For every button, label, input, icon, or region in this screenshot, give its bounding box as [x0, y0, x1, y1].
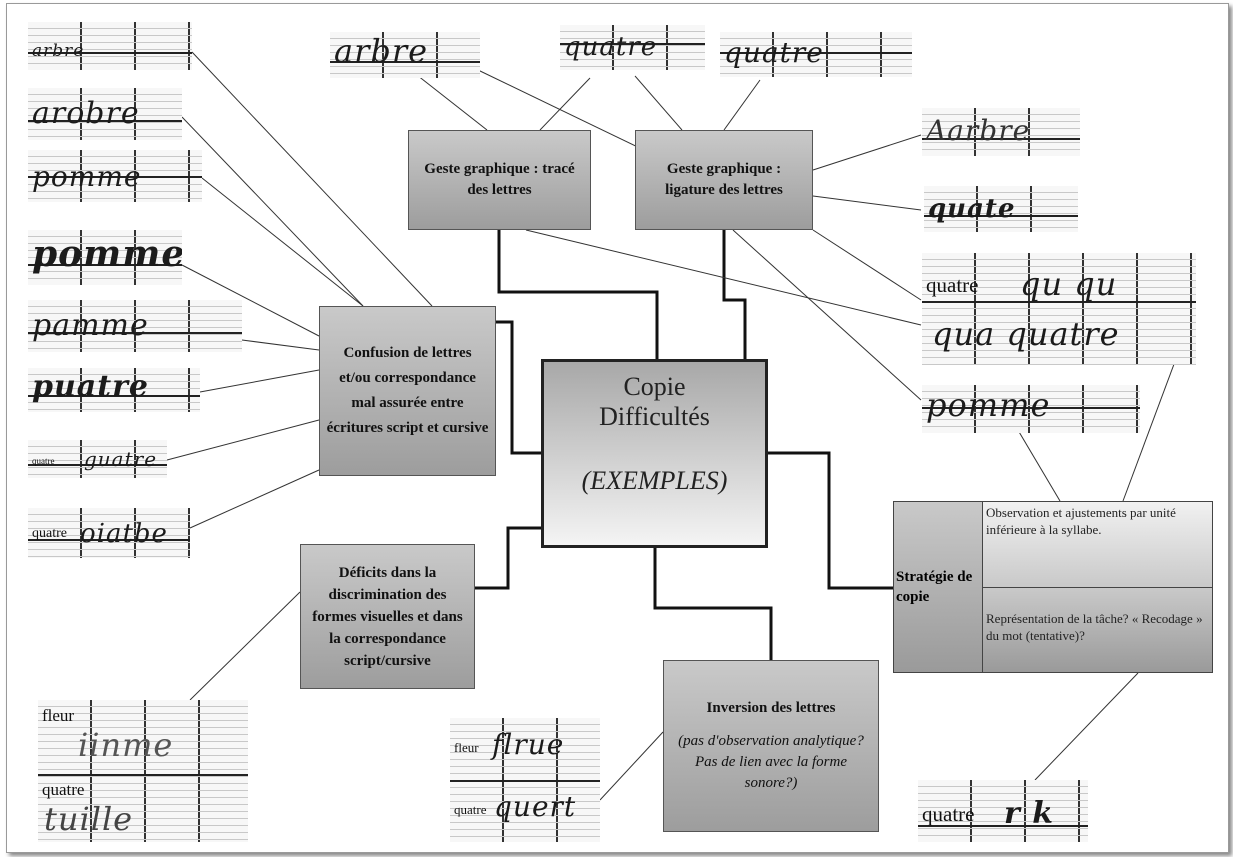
pointer-line	[1034, 672, 1139, 781]
pointer-line	[812, 229, 922, 301]
pointer-line	[599, 731, 664, 801]
center-title-line1: Copie	[623, 372, 686, 401]
sample-right-quate: quate	[924, 186, 1078, 232]
box-inversion-des-lettres: Inversion des lettres (pas d'observation…	[663, 660, 879, 832]
pointer-line	[189, 591, 301, 701]
pointer-line	[812, 195, 922, 211]
strategy-label: Stratégie de copie	[894, 502, 983, 672]
connector-confusion	[496, 320, 541, 455]
pointer-line	[732, 229, 922, 401]
pointer-line	[191, 51, 433, 307]
sample-right-quatre: quatre qu qu qua quatre	[922, 253, 1196, 365]
sample-right-arbre: Aarbre	[922, 108, 1080, 156]
pointer-line	[201, 177, 364, 307]
sample-arbre-small: arbre	[28, 22, 192, 70]
pointer-line	[181, 264, 320, 337]
box-deficits-discrimination: Déficits dans la discrimination des form…	[300, 544, 475, 689]
pointer-line	[166, 419, 320, 461]
center-subtitle: (EXEMPLES)	[581, 466, 728, 495]
center-title-line2: Difficultés	[599, 402, 710, 431]
pointer-line	[407, 67, 488, 131]
sample-quatre-oiatbe: quatre oiatbe	[28, 508, 190, 558]
pointer-line	[1122, 339, 1184, 502]
connector-trace	[497, 230, 659, 359]
pointer-line	[189, 469, 320, 529]
sample-pomme-big: pomme	[28, 230, 182, 285]
box-deficits-label: Déficits dans la discrimination des form…	[312, 564, 463, 669]
box-trace-des-lettres: Geste graphique : tracé des lettres	[408, 130, 591, 230]
strategy-cell-observation: Observation et ajustements par unité inf…	[983, 502, 1212, 588]
pointer-line	[539, 77, 591, 131]
pointer-line	[181, 116, 364, 307]
connector-strategy	[768, 451, 893, 590]
sample-quatre-rk: quatre r k	[918, 780, 1088, 842]
pointer-line	[723, 79, 761, 131]
sample-top-quatre: quatre	[560, 25, 705, 70]
pointer-line	[634, 75, 683, 131]
connector-deficits	[475, 526, 541, 590]
pointer-line	[1011, 419, 1061, 502]
sample-fleur-quatre: fleur iinme quatre tuille	[38, 700, 248, 842]
sample-right-pomme: pomme	[922, 385, 1140, 433]
sample-fleur-flrue: fleur flrue quatre quert	[450, 718, 600, 842]
strategy-cell-representation: Représentation de la tâche? « Recodage »…	[983, 588, 1212, 672]
sample-pamme: pamme	[28, 300, 242, 352]
sample-puatre: puatre	[28, 368, 200, 412]
box-confusion-de-lettres: Confusion de lettres et/ou correspondanc…	[319, 306, 496, 476]
box-trace-label: Geste graphique : tracé des lettres	[424, 161, 575, 198]
connector-inversion	[653, 548, 773, 660]
sample-top-quatre2: quatre	[720, 32, 912, 77]
box-ligature-label: Geste graphique : ligature des lettres	[665, 161, 783, 198]
pointer-line	[812, 134, 922, 171]
sample-top-arbre: arbre	[330, 32, 480, 78]
pointer-line	[525, 229, 922, 326]
box-inversion-subtitle: (pas d'observation analytique? Pas de li…	[678, 733, 864, 791]
pointer-line	[477, 69, 649, 153]
center-box-copie-difficultes: Copie Difficultés (EXEMPLES)	[541, 359, 768, 548]
strategy-table: Stratégie de copie Observation et ajuste…	[893, 501, 1213, 673]
sample-pomme-strike: pomme	[28, 150, 202, 202]
box-confusion-label: Confusion de lettres et/ou correspondanc…	[326, 345, 489, 436]
box-ligature-des-lettres: Geste graphique : ligature des lettres	[635, 130, 813, 230]
sample-quatre-guatre: quatre guatre	[28, 440, 167, 478]
pointer-line	[241, 339, 320, 351]
connector-ligature	[722, 230, 747, 359]
sample-arobre: arobre	[28, 88, 182, 140]
box-inversion-title: Inversion des lettres	[706, 700, 836, 716]
pointer-line	[199, 369, 320, 393]
